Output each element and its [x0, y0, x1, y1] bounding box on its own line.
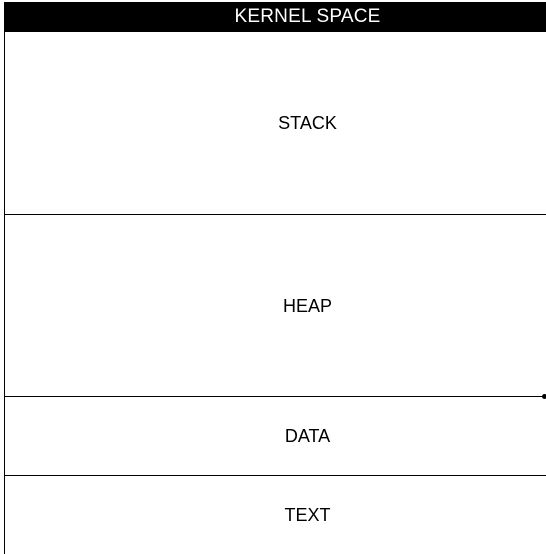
data-text-divider [5, 475, 546, 476]
kernel-space-segment: KERNEL SPACE [5, 2, 546, 32]
heap-label: HEAP [282, 295, 333, 316]
memory-layout-diagram: KERNEL SPACE STACK HEAP DATA TEXT [4, 2, 546, 554]
text-segment: TEXT [5, 476, 546, 554]
heap-segment: HEAP [5, 215, 546, 397]
heap-data-divider [5, 396, 546, 397]
stack-label: STACK [278, 113, 337, 133]
stack-segment: STACK [5, 32, 546, 215]
data-label: DATA [284, 426, 331, 446]
stack-heap-divider [5, 214, 546, 215]
divider-end-dot [542, 394, 546, 399]
data-segment: DATA [5, 397, 546, 476]
kernel-space-label: KERNEL SPACE [234, 6, 381, 27]
text-label: TEXT [284, 504, 331, 525]
